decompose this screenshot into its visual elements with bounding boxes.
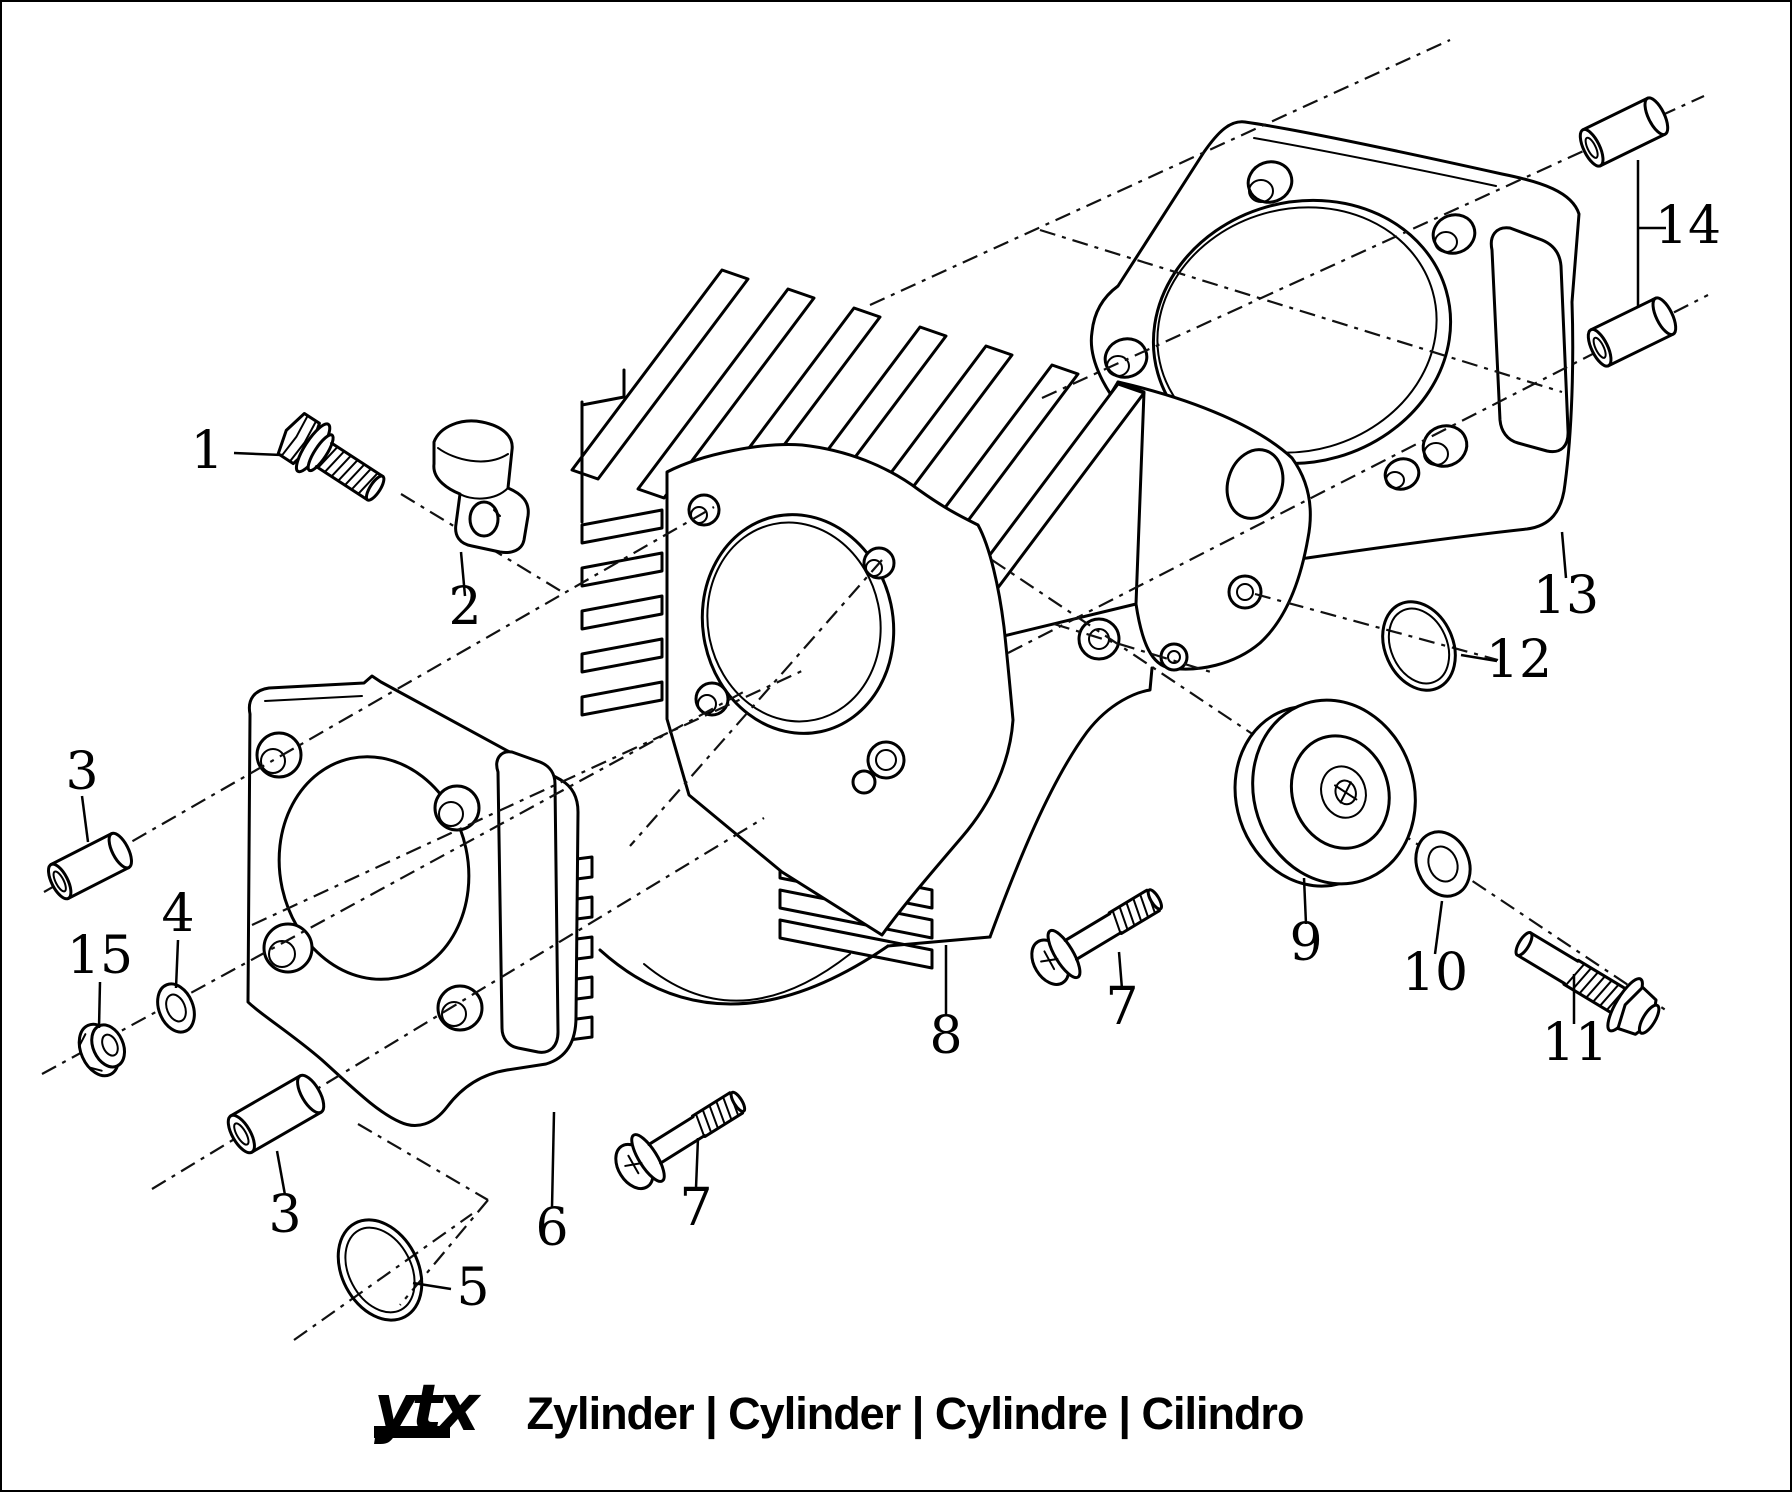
callout-13: 13 [1533, 566, 1599, 626]
base-gasket-6 [246, 674, 580, 1127]
flange-bolt-1 [276, 412, 386, 502]
callout-14: 14 [1655, 196, 1721, 256]
callout-5: 5 [456, 1258, 489, 1318]
callout-6: 6 [535, 1198, 568, 1258]
flange-screw-7b [614, 1090, 747, 1191]
flange-nut-15 [77, 1022, 127, 1078]
stud-holes [1077, 617, 1189, 672]
callout-4: 4 [161, 884, 194, 944]
dowel-pin-3b [226, 1073, 326, 1155]
spigot-bottom-arc [598, 944, 890, 1006]
tappet-cover-9 [1233, 698, 1417, 888]
footer: ytx Zylinder | Cylinder | Cylindre | Cil… [374, 1372, 1304, 1446]
base-gasket-holes [255, 731, 484, 1032]
dowel-pin-3a [47, 831, 133, 901]
callout-7b: 7 [679, 1178, 712, 1238]
callout-3b: 3 [268, 1185, 301, 1245]
flange-bolt-11 [1514, 931, 1661, 1036]
callout-10: 10 [1402, 943, 1468, 1003]
callout-8: 8 [929, 1006, 962, 1066]
callout-1: 1 [190, 421, 223, 481]
dowel-pin-14b [1586, 296, 1678, 368]
brand-logo-underline [374, 1426, 450, 1438]
base-gasket-slot [495, 750, 560, 1054]
cylinder-8 [505, 268, 1312, 1050]
callout-12: 12 [1486, 630, 1552, 690]
head-gasket-slot [1489, 226, 1570, 454]
cam-tunnel-hole [1225, 448, 1285, 520]
callout-15: 15 [67, 926, 133, 986]
diagram-caption: Zylinder | Cylinder | Cylindre | Cilindr… [527, 1388, 1304, 1440]
dowel-pin-14a [1578, 96, 1670, 168]
left-fin-stubs [580, 368, 664, 717]
callout-11: 11 [1542, 1013, 1608, 1073]
head-gasket-holes [1103, 160, 1477, 491]
o-ring-12 [1381, 600, 1457, 692]
centerlines [41, 38, 1709, 1341]
cylinder-bore [700, 513, 896, 735]
callout-9: 9 [1289, 913, 1322, 973]
washer-4 [156, 982, 196, 1034]
callout-2: 2 [448, 577, 481, 637]
leader-lines [80, 160, 1666, 1291]
casting-bottom-edge [988, 666, 1154, 939]
base-gasket-bore [277, 755, 471, 981]
callout-labels: 1 2 3 3 4 5 6 7 7 8 9 10 11 12 13 14 15 [65, 196, 1721, 1318]
cam-chain-guide-clamp-2 [432, 419, 530, 554]
flange-screw-7a [1030, 888, 1163, 986]
oil-passage-hole [1227, 574, 1263, 610]
callout-7a: 7 [1105, 977, 1138, 1037]
washer-10 [1414, 830, 1472, 898]
callout-3a: 3 [65, 742, 98, 802]
o-ring-5 [336, 1218, 424, 1322]
